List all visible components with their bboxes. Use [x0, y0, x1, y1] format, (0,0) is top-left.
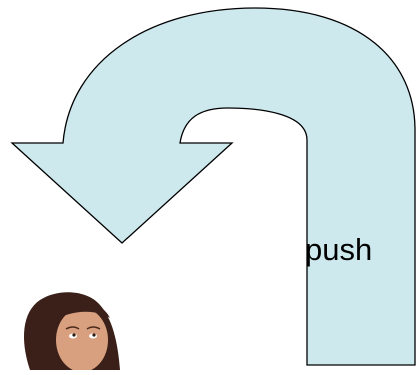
- push-label: push: [305, 234, 372, 265]
- person-face: [56, 308, 108, 370]
